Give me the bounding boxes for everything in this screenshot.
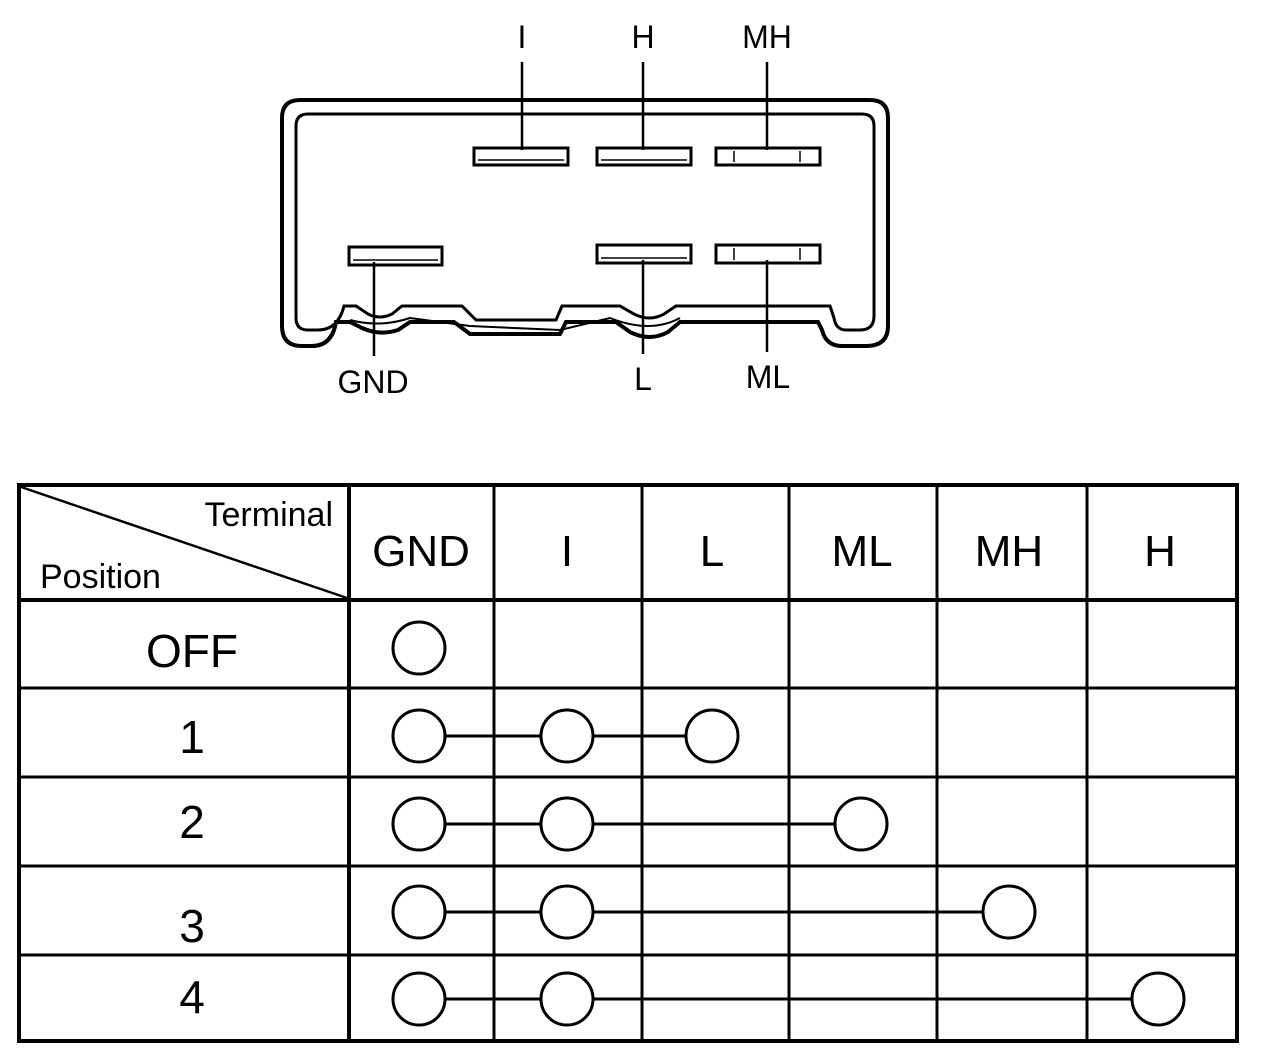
column-header-gnd: GND — [372, 527, 470, 576]
continuity-circle-i — [539, 796, 595, 852]
continuity-circle-l — [684, 708, 740, 764]
continuity-circle-gnd — [391, 708, 447, 764]
row-header-off: OFF — [146, 625, 238, 677]
continuity-circle-gnd — [391, 620, 447, 676]
continuity-circle-gnd — [391, 971, 447, 1027]
table-border — [17, 483, 1239, 1043]
terminal-blade-i — [472, 146, 570, 167]
connector-label-ml: ML — [746, 359, 790, 395]
continuity-circle-i — [539, 884, 595, 940]
connector-label-h: H — [631, 19, 654, 55]
continuity-circle-i — [539, 708, 595, 764]
continuity-circle-ml — [833, 796, 889, 852]
continuity-table: Terminal Position GND I L ML MH H OFF 1 … — [17, 483, 1239, 1043]
continuity-circle-gnd — [391, 796, 447, 852]
corner-position-label: Position — [40, 558, 161, 596]
terminal-blade-ml — [714, 243, 822, 265]
connector-label-gnd: GND — [337, 364, 408, 400]
connection-marks — [391, 620, 1186, 1027]
connector-label-l: L — [634, 361, 652, 397]
connector-face: I H MH GND L ML — [280, 19, 890, 400]
column-header-i: I — [561, 527, 573, 576]
column-header-mh: MH — [975, 527, 1043, 576]
corner-diagonal — [20, 485, 348, 600]
terminal-blade-gnd — [347, 245, 444, 267]
terminal-blade-mh — [714, 146, 822, 167]
terminal-blade-h — [595, 146, 693, 167]
row-header-1: 1 — [179, 711, 205, 763]
continuity-circle-h — [1130, 971, 1186, 1027]
continuity-circle-i — [539, 971, 595, 1027]
row-header-3: 3 — [179, 900, 205, 952]
continuity-circle-gnd — [391, 884, 447, 940]
row-header-4: 4 — [179, 971, 205, 1023]
column-header-h: H — [1144, 527, 1176, 576]
row-header-2: 2 — [179, 796, 205, 848]
column-header-l: L — [700, 527, 724, 576]
connector-housing-outer — [280, 98, 890, 348]
corner-terminal-label: Terminal — [205, 496, 333, 534]
continuity-circle-mh — [981, 884, 1037, 940]
connector-label-mh: MH — [742, 19, 792, 55]
connector-housing-inner — [294, 112, 876, 332]
connector-rib — [349, 316, 681, 332]
connector-label-i: I — [518, 19, 527, 55]
column-header-ml: ML — [831, 527, 892, 576]
